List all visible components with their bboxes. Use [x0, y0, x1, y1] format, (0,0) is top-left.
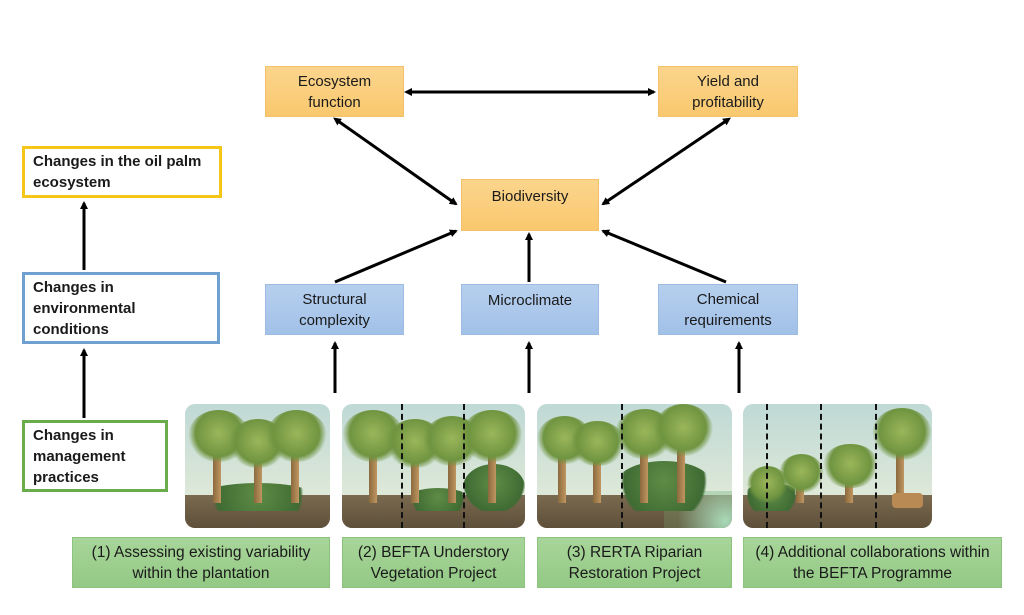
- node-microclimate: Microclimate: [461, 284, 599, 335]
- project-label-1: (1) Assessing existing variability withi…: [72, 537, 330, 588]
- understory-treatment-scene: [342, 404, 525, 528]
- project-label-4: (4) Additional collaborations within the…: [743, 537, 1002, 588]
- cow-icon: [892, 493, 923, 509]
- project-label-2: (2) BEFTA Understory Vegetation Project: [342, 537, 525, 588]
- node-ecosystem-function: Ecosystem function: [265, 66, 404, 117]
- legend-management-label: Changes in management practices: [33, 426, 126, 486]
- arrow-chemical-to-biodiversity: [601, 229, 727, 284]
- project-label-3: (3) RERTA Riparian Restoration Project: [537, 537, 732, 588]
- legend-environment-box: Changes in environmental conditions: [22, 272, 220, 344]
- palm-row-scene: [185, 404, 330, 528]
- node-chemical-requirements: Chemical requirements: [658, 284, 798, 335]
- node-biodiversity: Biodiversity: [461, 179, 599, 231]
- node-structural-complexity: Structural complexity: [265, 284, 404, 335]
- legend-ecosystem-box: Changes in the oil palm ecosystem: [22, 146, 222, 198]
- collaborations-scene: [743, 404, 932, 528]
- legend-ecosystem-label: Changes in the oil palm ecosystem: [33, 153, 202, 191]
- legend-environment-label: Changes in environmental conditions: [33, 278, 136, 338]
- legend-management-box: Changes in management practices: [22, 420, 168, 492]
- riparian-restoration-scene: [537, 404, 732, 528]
- node-yield-profitability: Yield and profitability: [658, 66, 798, 117]
- arrow-structural-to-biodiversity: [334, 229, 458, 284]
- arrow-ecosystem-biodiversity: [333, 117, 458, 206]
- arrow-yield-biodiversity: [601, 117, 731, 206]
